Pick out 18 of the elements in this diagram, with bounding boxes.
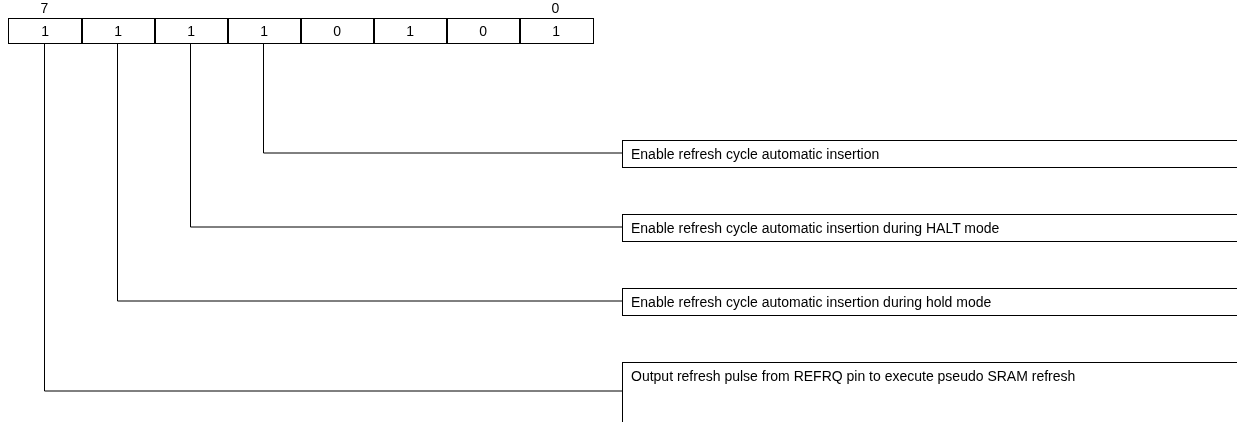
bit-cell: 0 xyxy=(300,18,375,44)
bit-cell: 0 xyxy=(446,18,521,44)
description-box: Output refresh pulse from REFRQ pin to execute pseudo SRAM refresh xyxy=(622,362,1237,422)
bit-cell: 1 xyxy=(81,18,156,44)
leader-line xyxy=(263,43,623,154)
description-box: Enable refresh cycle automatic insertion during HALT mode xyxy=(622,214,1237,242)
description-box: Enable refresh cycle automatic insertion during hold mode xyxy=(622,288,1237,316)
leader-line xyxy=(190,43,623,228)
leader-line xyxy=(44,43,623,392)
leader-line xyxy=(117,43,623,302)
description-box: Enable refresh cycle automatic insertion xyxy=(622,140,1237,168)
bit-cell: 1 xyxy=(227,18,302,44)
bit-number: 0 xyxy=(551,0,560,16)
bit-cell: 1 xyxy=(8,18,83,44)
bit-cell: 1 xyxy=(154,18,229,44)
bit-number: 7 xyxy=(40,0,49,16)
bit-cell: 1 xyxy=(373,18,448,44)
bit-cell: 1 xyxy=(519,18,594,44)
